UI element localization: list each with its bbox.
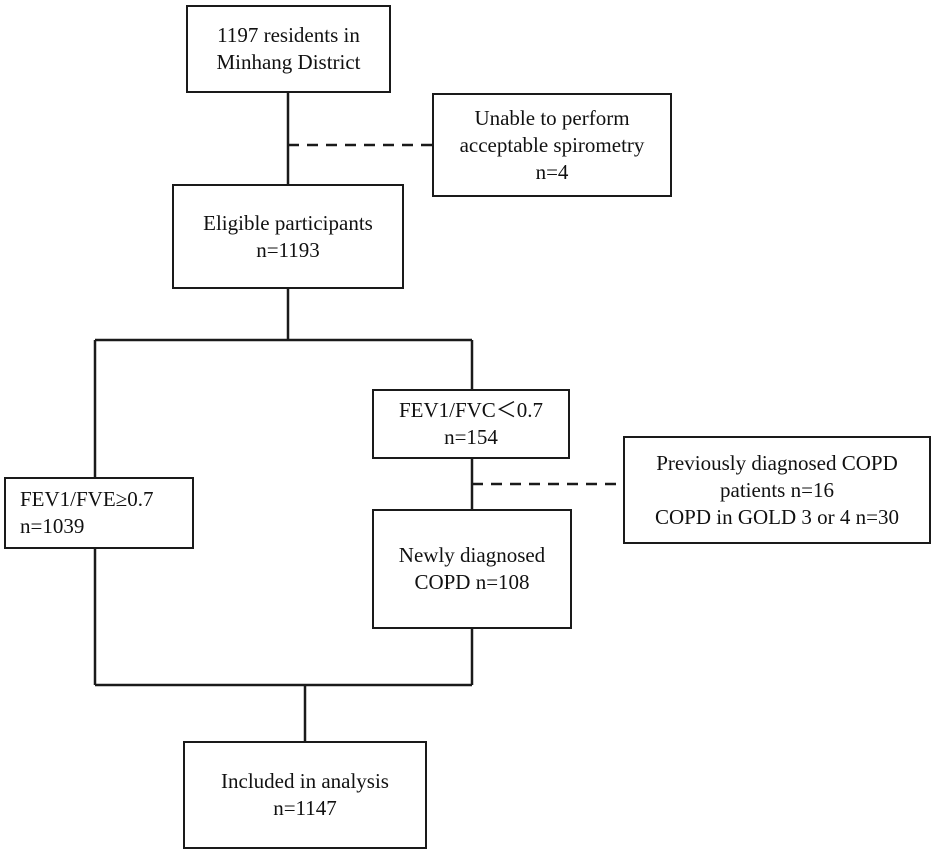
box-excluded-copd: Previously diagnosed COPD patients n=16 … [623, 436, 931, 544]
box-included: Included in analysis n=1147 [183, 741, 427, 849]
included-line2: n=1147 [273, 796, 337, 820]
box-eligible: Eligible participants n=1193 [172, 184, 404, 289]
eligible-line1: Eligible participants [203, 210, 373, 235]
excluded-copd-line2: patients n=16 [720, 477, 834, 502]
box-residents: 1197 residents in Minhang District [186, 5, 391, 93]
excluded-spirometry-line3: n=4 [535, 159, 569, 184]
residents-line1: 1197 residents in [217, 23, 360, 47]
excluded-copd-line3: COPD in GOLD 3 or 4 n=30 [654, 504, 899, 529]
excluded-copd-line1: Previously diagnosed COPD [656, 450, 898, 475]
box-fev-low: FEV1/FVC＜0.7 n=154 [372, 389, 570, 459]
box-newly-diagnosed: Newly diagnosed COPD n=108 [372, 509, 572, 629]
newly-diagnosed-line1: Newly diagnosed [398, 543, 546, 567]
fev-low-line1: FEV1/FVC＜0.7 [398, 398, 544, 422]
fev-high-line2: n=1039 [20, 514, 85, 538]
eligible-line2: n=1193 [256, 237, 320, 262]
box-excluded-spirometry: Unable to perform acceptable spirometry … [432, 93, 672, 197]
excluded-spirometry-line2: acceptable spirometry [459, 132, 645, 157]
included-line1: Included in analysis [221, 769, 389, 793]
residents-line2: Minhang District [216, 50, 361, 74]
newly-diagnosed-line2: COPD n=108 [414, 570, 530, 594]
fev-high-line1: FEV1/FVE≥0.7 [20, 487, 154, 511]
excluded-spirometry-line1: Unable to perform [474, 105, 630, 130]
box-fev-high: FEV1/FVE≥0.7 n=1039 [4, 477, 194, 549]
fev-low-line2: n=154 [444, 425, 498, 449]
